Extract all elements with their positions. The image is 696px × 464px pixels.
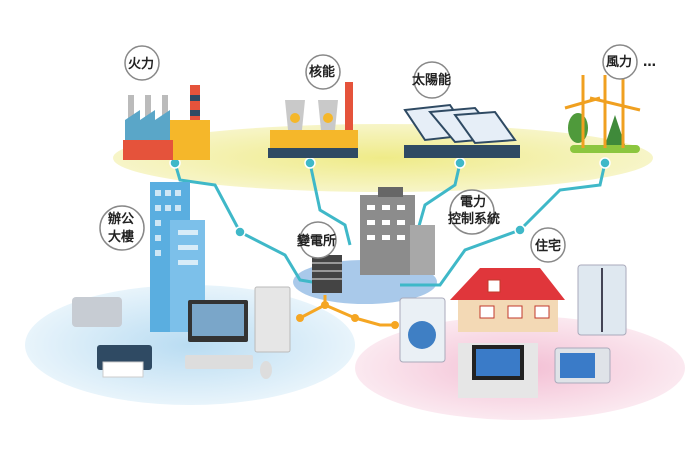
label-substation: 變電所 [297, 233, 336, 249]
bubble-substation: 變電所 [297, 221, 337, 259]
solar-farm [403, 103, 520, 158]
bubble-thermal: 火力 [124, 45, 160, 81]
bubble-wind: 風力 … [602, 44, 656, 80]
label-residence: 住宅 [535, 238, 561, 254]
thermal-power-plant [123, 85, 210, 160]
power-control-building [360, 187, 435, 275]
bubble-nuclear: 核能 [305, 54, 341, 90]
house [450, 268, 565, 332]
office-building [150, 182, 205, 332]
bubble-solar: 太陽能 [411, 61, 451, 99]
keyboard-icon [185, 355, 253, 369]
nuclear-power-plant [268, 82, 358, 158]
grid-nodes [169, 157, 611, 238]
bubble-residence: 住宅 [530, 227, 566, 263]
label-ellipsis: … [643, 55, 656, 70]
label-office-2: 大樓 [108, 229, 134, 245]
label-solar: 太陽能 [411, 72, 451, 88]
label-nuclear: 核能 [309, 64, 335, 80]
label-thermal: 火力 [128, 56, 154, 72]
wind-farm [564, 75, 641, 153]
label-control-1: 電力 [460, 194, 486, 210]
label-wind: 風力 [606, 54, 632, 70]
telephone-icon [72, 297, 122, 327]
office-devices [72, 286, 291, 379]
distribution-nodes [296, 301, 399, 329]
source-zone [113, 124, 653, 192]
mouse-icon [260, 361, 272, 379]
desktop-tower-icon [254, 286, 291, 353]
substation [312, 255, 342, 293]
bubble-control: 電力 控制系統 [448, 189, 500, 235]
label-control-2: 控制系統 [448, 211, 500, 227]
bubble-office: 辦公 大樓 [99, 205, 145, 251]
home-appliances [399, 264, 627, 398]
label-office-1: 辦公 [108, 211, 134, 227]
